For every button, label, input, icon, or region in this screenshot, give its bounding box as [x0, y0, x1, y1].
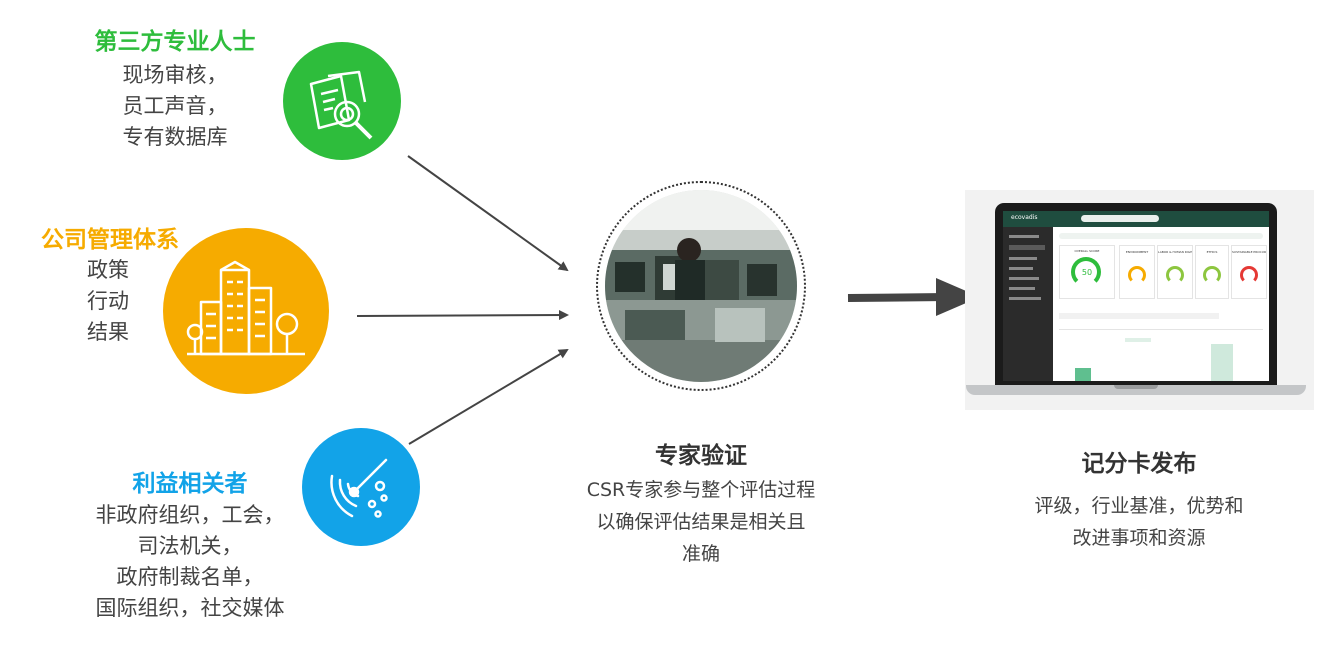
screen-sidebar [1003, 227, 1053, 381]
third-party-line-2: 员工声音， [122, 94, 228, 118]
third-party-lines: 现场审核， 员工声音， 专有数据库 [60, 60, 290, 153]
arrow-to-scorecard-head [936, 278, 980, 316]
theme-gauge-environment [1128, 266, 1146, 284]
stakeholders-line-3: 政府制裁名单， [116, 565, 264, 589]
theme-label-environment: ENVIRONMENT [1125, 250, 1149, 254]
scorecard-line-1: 评级，行业基准，优势和 [1034, 495, 1244, 517]
screen-theme-card-labor: LABOR & HUMAN RIGHTS [1157, 245, 1193, 299]
overall-score-value: 50 [1081, 268, 1093, 277]
expert-photo [605, 190, 797, 382]
screen-chart-area [1059, 329, 1263, 381]
theme-label-procurement: SUSTAINABLE PROCUREMENT [1232, 250, 1266, 254]
expert-lines: CSR专家参与整个评估过程 以确保评估结果是相关且 准确 [551, 474, 851, 570]
management-line-1: 政策 [87, 258, 129, 282]
scorecard-lines: 评级，行业基准，优势和 改进事项和资源 [989, 490, 1289, 554]
theme-label-labor: LABOR & HUMAN RIGHTS [1158, 250, 1192, 254]
screen-overall-card: OVERALL SCORE 50 [1059, 245, 1115, 299]
radar-icon [330, 458, 388, 518]
stakeholders-title: 利益相关者 [132, 471, 248, 497]
expert-line-1: CSR专家参与整个评估过程 [586, 479, 816, 501]
management-title: 公司管理体系 [41, 227, 179, 253]
screen-filter-row [1059, 233, 1263, 239]
third-party-title: 第三方专业人士 [94, 29, 256, 55]
management-lines: 政策 行动 结果 [68, 255, 148, 348]
screen-topbar: ecovadis [1003, 211, 1269, 227]
screen-brand: ecovadis [1011, 214, 1038, 221]
screen-theme-card-environment: ENVIRONMENT [1119, 245, 1155, 299]
screen-theme-card-ethics: ETHICS [1195, 245, 1229, 299]
expert-line-3: 准确 [681, 543, 720, 565]
theme-gauge-ethics [1203, 266, 1221, 284]
scorecard-line-2: 改进事项和资源 [1072, 527, 1206, 549]
theme-label-ethics: ETHICS [1206, 250, 1218, 254]
expert-line-2: 以确保评估结果是相关且 [596, 511, 806, 533]
third-party-line-1: 现场审核， [122, 63, 228, 87]
screen-compare-row [1059, 313, 1219, 319]
office-photo-icon [605, 190, 797, 382]
expert-title: 专家验证 [655, 443, 747, 469]
overall-score-label: OVERALL SCORE [1074, 249, 1100, 253]
screen-search-bar [1081, 215, 1159, 222]
documents-search-icon [309, 70, 373, 140]
arrow-management [356, 310, 569, 321]
management-circle [163, 228, 329, 394]
third-party-line-3: 专有数据库 [122, 125, 228, 149]
laptop-notch [1114, 385, 1158, 389]
laptop-base [966, 385, 1306, 395]
stakeholders-line-1: 非政府组织，工会， [95, 503, 285, 527]
stakeholders-lines: 非政府组织，工会， 司法机关， 政府制裁名单， 国际组织，社交媒体 [60, 500, 320, 624]
expert-photo-ring [596, 181, 806, 391]
arrow-third-party [407, 155, 569, 272]
arrow-stakeholders [408, 348, 569, 445]
arrow-to-scorecard [847, 293, 949, 302]
theme-gauge-labor [1166, 266, 1184, 284]
overall-gauge [1071, 257, 1101, 287]
scorecard-title: 记分卡发布 [1081, 451, 1197, 477]
stakeholders-line-4: 国际组织，社交媒体 [95, 596, 285, 620]
screen-theme-card-procurement: SUSTAINABLE PROCUREMENT [1231, 245, 1267, 299]
third-party-circle [283, 42, 401, 160]
stakeholders-line-2: 司法机关， [137, 534, 243, 558]
management-line-2: 行动 [87, 289, 129, 313]
theme-gauge-procurement [1240, 266, 1258, 284]
management-line-3: 结果 [87, 320, 129, 344]
buildings-icon [186, 260, 305, 356]
stakeholders-circle [302, 428, 420, 546]
laptop-screen: ecovadis OVERALL SCORE 50 ENVIRONMENT LA… [1003, 211, 1269, 381]
